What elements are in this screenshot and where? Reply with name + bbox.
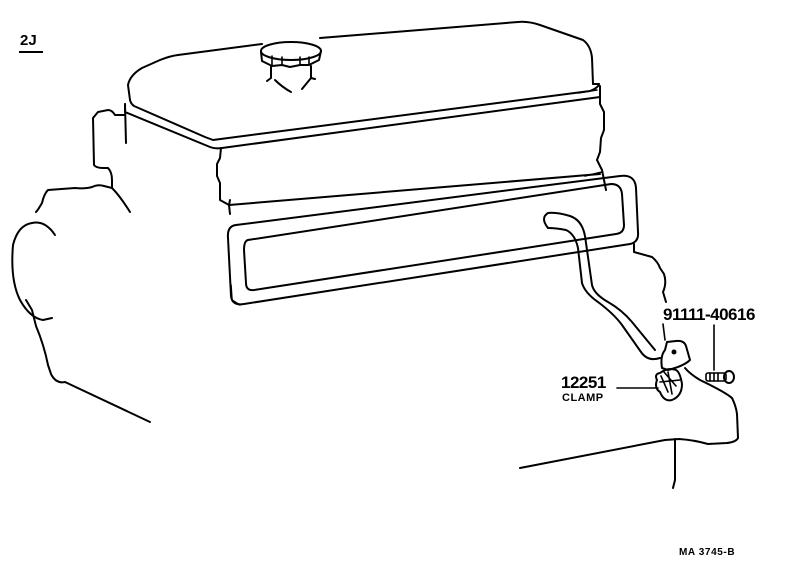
oil-filler-cap (260, 41, 322, 93)
reference-code: MA 3745-B (679, 547, 736, 558)
gasket-frame (226, 174, 640, 306)
figure-id: 2J (20, 32, 37, 49)
part-name-clamp: CLAMP (562, 392, 604, 404)
part-number-bolt: 91111-40616 (663, 305, 755, 324)
block-right-edge (633, 243, 667, 303)
head-body (216, 96, 607, 215)
head-cover (124, 20, 601, 150)
engine-left-side (11, 109, 151, 423)
leader-line-bolt-2 (662, 323, 666, 341)
figure-id-underline (19, 51, 43, 53)
clamp-assembly (519, 339, 739, 489)
bolt-icon (705, 370, 735, 384)
part-number-clamp: 12251 (561, 373, 606, 392)
tube (543, 211, 661, 361)
